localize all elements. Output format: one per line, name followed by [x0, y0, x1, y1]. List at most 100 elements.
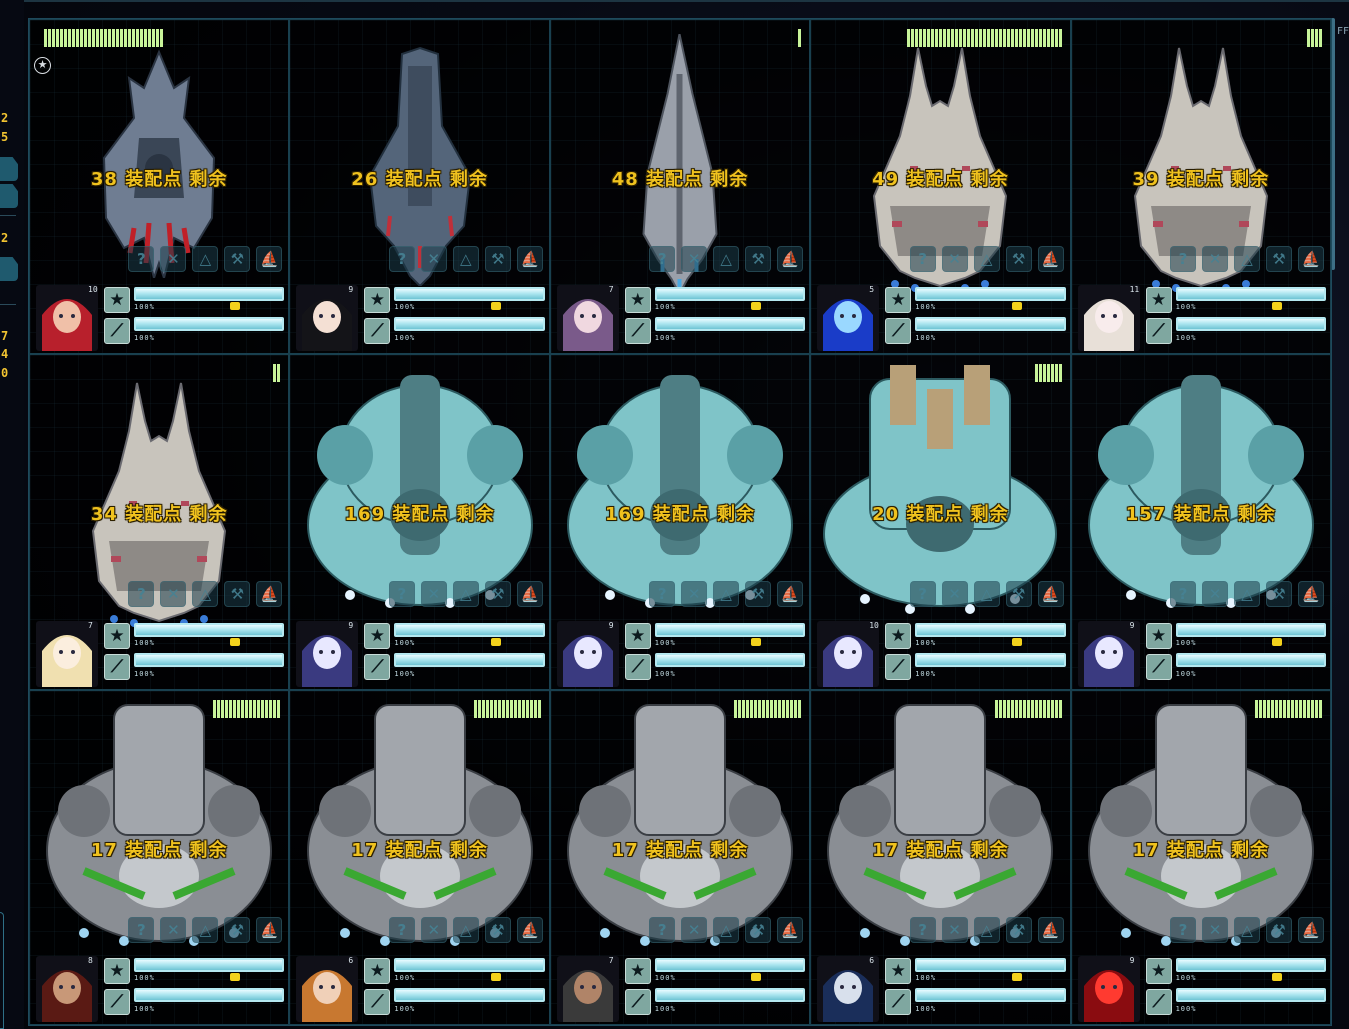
skill-sword-icon[interactable]: ⟋	[624, 653, 651, 680]
captain-portrait[interactable]	[817, 620, 880, 687]
rank-star-icon[interactable]: ★	[364, 622, 391, 649]
rank-star-icon[interactable]: ★	[104, 622, 130, 649]
equipment-slot-icon[interactable]: ⛵	[777, 581, 804, 608]
equipment-slot-icon[interactable]: ?	[1169, 916, 1196, 943]
captain-portrait[interactable]	[1077, 285, 1140, 352]
ship-card[interactable]: ?✕△⚒⛵17 装配点 剩余 6 ★ 100% ⟋ 100%	[810, 689, 1071, 1025]
equipment-slot-icon[interactable]: ⚒	[745, 246, 772, 272]
equipment-slot-icon[interactable]: ?	[388, 581, 415, 608]
equipment-slot-icon[interactable]: ⛵	[1297, 246, 1324, 272]
equipment-slot-icon[interactable]: ?	[1169, 246, 1196, 272]
equipment-slot-icon[interactable]: ⚒	[1005, 246, 1032, 272]
side-tab[interactable]	[0, 184, 18, 208]
rank-star-icon[interactable]: ★	[1145, 287, 1172, 314]
equipment-slot-icon[interactable]: △	[452, 246, 479, 272]
rank-star-icon[interactable]: ★	[624, 287, 651, 314]
skill-sword-icon[interactable]: ⟋	[1145, 653, 1172, 680]
equipment-slot-icon[interactable]: ?	[649, 581, 676, 608]
captain-portrait[interactable]	[556, 956, 619, 1022]
ship-card[interactable]: ★?✕△⚒⛵38 装配点 剩余 10 ★ 100% ⟋ 100%	[29, 19, 290, 355]
equipment-slot-icon[interactable]: ⛵	[256, 581, 283, 608]
equipment-slot-icon[interactable]: ✕	[941, 246, 968, 272]
skill-sword-icon[interactable]: ⟋	[885, 653, 912, 680]
equipment-slot-icon[interactable]: ?	[128, 581, 155, 608]
skill-sword-icon[interactable]: ⟋	[885, 318, 912, 345]
equipment-slot-icon[interactable]: ⚒	[224, 581, 251, 608]
ship-card[interactable]: ?✕△⚒⛵20 装配点 剩余 10 ★ 100% ⟋ 100%	[810, 354, 1071, 690]
equipment-slot-icon[interactable]: △	[192, 581, 219, 608]
equipment-slot-icon[interactable]: ⚒	[745, 581, 772, 608]
skill-sword-icon[interactable]: ⟋	[104, 318, 130, 345]
captain-portrait[interactable]	[36, 285, 98, 352]
equipment-slot-icon[interactable]: ?	[388, 916, 415, 943]
ship-card[interactable]: ?✕△⚒⛵17 装配点 剩余 8 ★ 100% ⟋ 100%	[29, 689, 290, 1025]
equipment-slot-icon[interactable]: ✕	[160, 916, 187, 943]
skill-sword-icon[interactable]: ⟋	[104, 653, 130, 680]
equipment-slot-icon[interactable]: ✕	[681, 916, 708, 943]
equipment-slot-icon[interactable]: ✕	[1201, 246, 1228, 272]
equipment-slot-icon[interactable]: ✕	[420, 246, 447, 272]
rank-star-icon[interactable]: ★	[1145, 622, 1172, 649]
ship-card[interactable]: ?✕△⚒⛵26 装配点 剩余 9 ★ 100% ⟋ 100%	[289, 19, 550, 355]
equipment-slot-icon[interactable]: ✕	[681, 581, 708, 608]
rank-star-icon[interactable]: ★	[364, 958, 391, 984]
equipment-slot-icon[interactable]: △	[1233, 581, 1260, 608]
captain-portrait[interactable]	[1077, 956, 1140, 1022]
equipment-slot-icon[interactable]: △	[452, 916, 479, 943]
captain-portrait[interactable]	[556, 620, 619, 687]
equipment-slot-icon[interactable]: △	[713, 246, 740, 272]
equipment-slot-icon[interactable]: ✕	[1201, 916, 1228, 943]
equipment-slot-icon[interactable]: ⚒	[1265, 916, 1292, 943]
equipment-slot-icon[interactable]: ✕	[941, 581, 968, 608]
ship-card[interactable]: ?✕△⚒⛵169 装配点 剩余 9 ★ 100% ⟋ 100%	[289, 354, 550, 690]
captain-portrait[interactable]	[556, 285, 619, 352]
equipment-slot-icon[interactable]: △	[973, 246, 1000, 272]
rank-star-icon[interactable]: ★	[1145, 958, 1172, 984]
equipment-slot-icon[interactable]: ⚒	[484, 916, 511, 943]
captain-portrait[interactable]	[296, 620, 359, 687]
equipment-slot-icon[interactable]: ⚒	[745, 916, 772, 943]
equipment-slot-icon[interactable]: ✕	[420, 581, 447, 608]
equipment-slot-icon[interactable]: ⚒	[1265, 581, 1292, 608]
equipment-slot-icon[interactable]: ⛵	[1297, 916, 1324, 943]
equipment-slot-icon[interactable]: ⛵	[1297, 581, 1324, 608]
equipment-slot-icon[interactable]: △	[713, 581, 740, 608]
rank-star-icon[interactable]: ★	[624, 958, 651, 984]
equipment-slot-icon[interactable]: ⛵	[1037, 581, 1064, 608]
rank-star-icon[interactable]: ★	[364, 287, 391, 314]
equipment-slot-icon[interactable]: △	[192, 916, 219, 943]
equipment-slot-icon[interactable]: ?	[128, 916, 155, 943]
equipment-slot-icon[interactable]: ?	[649, 246, 676, 272]
ship-card[interactable]: ?✕△⚒⛵49 装配点 剩余 5 ★ 100% ⟋ 100%	[810, 19, 1071, 355]
captain-portrait[interactable]	[36, 620, 98, 687]
equipment-slot-icon[interactable]: ✕	[160, 581, 187, 608]
equipment-slot-icon[interactable]: ⚒	[1005, 916, 1032, 943]
skill-sword-icon[interactable]: ⟋	[364, 653, 391, 680]
equipment-slot-icon[interactable]: ✕	[681, 246, 708, 272]
equipment-slot-icon[interactable]: ⛵	[256, 916, 283, 943]
equipment-slot-icon[interactable]: ⚒	[224, 246, 251, 272]
skill-sword-icon[interactable]: ⟋	[624, 318, 651, 345]
equipment-slot-icon[interactable]: ✕	[420, 916, 447, 943]
equipment-slot-icon[interactable]: ⚒	[224, 916, 251, 943]
equipment-slot-icon[interactable]: △	[713, 916, 740, 943]
equipment-slot-icon[interactable]: ✕	[160, 246, 187, 272]
equipment-slot-icon[interactable]: ?	[909, 916, 936, 943]
ship-card[interactable]: ?✕△⚒⛵39 装配点 剩余 11 ★ 100% ⟋ 100%	[1070, 19, 1331, 355]
equipment-slot-icon[interactable]: △	[973, 581, 1000, 608]
equipment-slot-icon[interactable]: ⚒	[484, 246, 511, 272]
side-tab[interactable]	[0, 257, 18, 281]
equipment-slot-icon[interactable]: ⛵	[516, 916, 543, 943]
captain-portrait[interactable]	[296, 956, 359, 1022]
skill-sword-icon[interactable]: ⟋	[364, 318, 391, 345]
rank-star-icon[interactable]: ★	[104, 287, 130, 314]
equipment-slot-icon[interactable]: ⛵	[516, 581, 543, 608]
favorite-star-icon[interactable]: ★	[34, 57, 51, 74]
equipment-slot-icon[interactable]: ⚒	[1265, 246, 1292, 272]
skill-sword-icon[interactable]: ⟋	[885, 989, 912, 1015]
equipment-slot-icon[interactable]: ⛵	[777, 916, 804, 943]
equipment-slot-icon[interactable]: ⛵	[256, 246, 283, 272]
equipment-slot-icon[interactable]: △	[192, 246, 219, 272]
equipment-slot-icon[interactable]: ⛵	[1037, 916, 1064, 943]
equipment-slot-icon[interactable]: ?	[388, 246, 415, 272]
